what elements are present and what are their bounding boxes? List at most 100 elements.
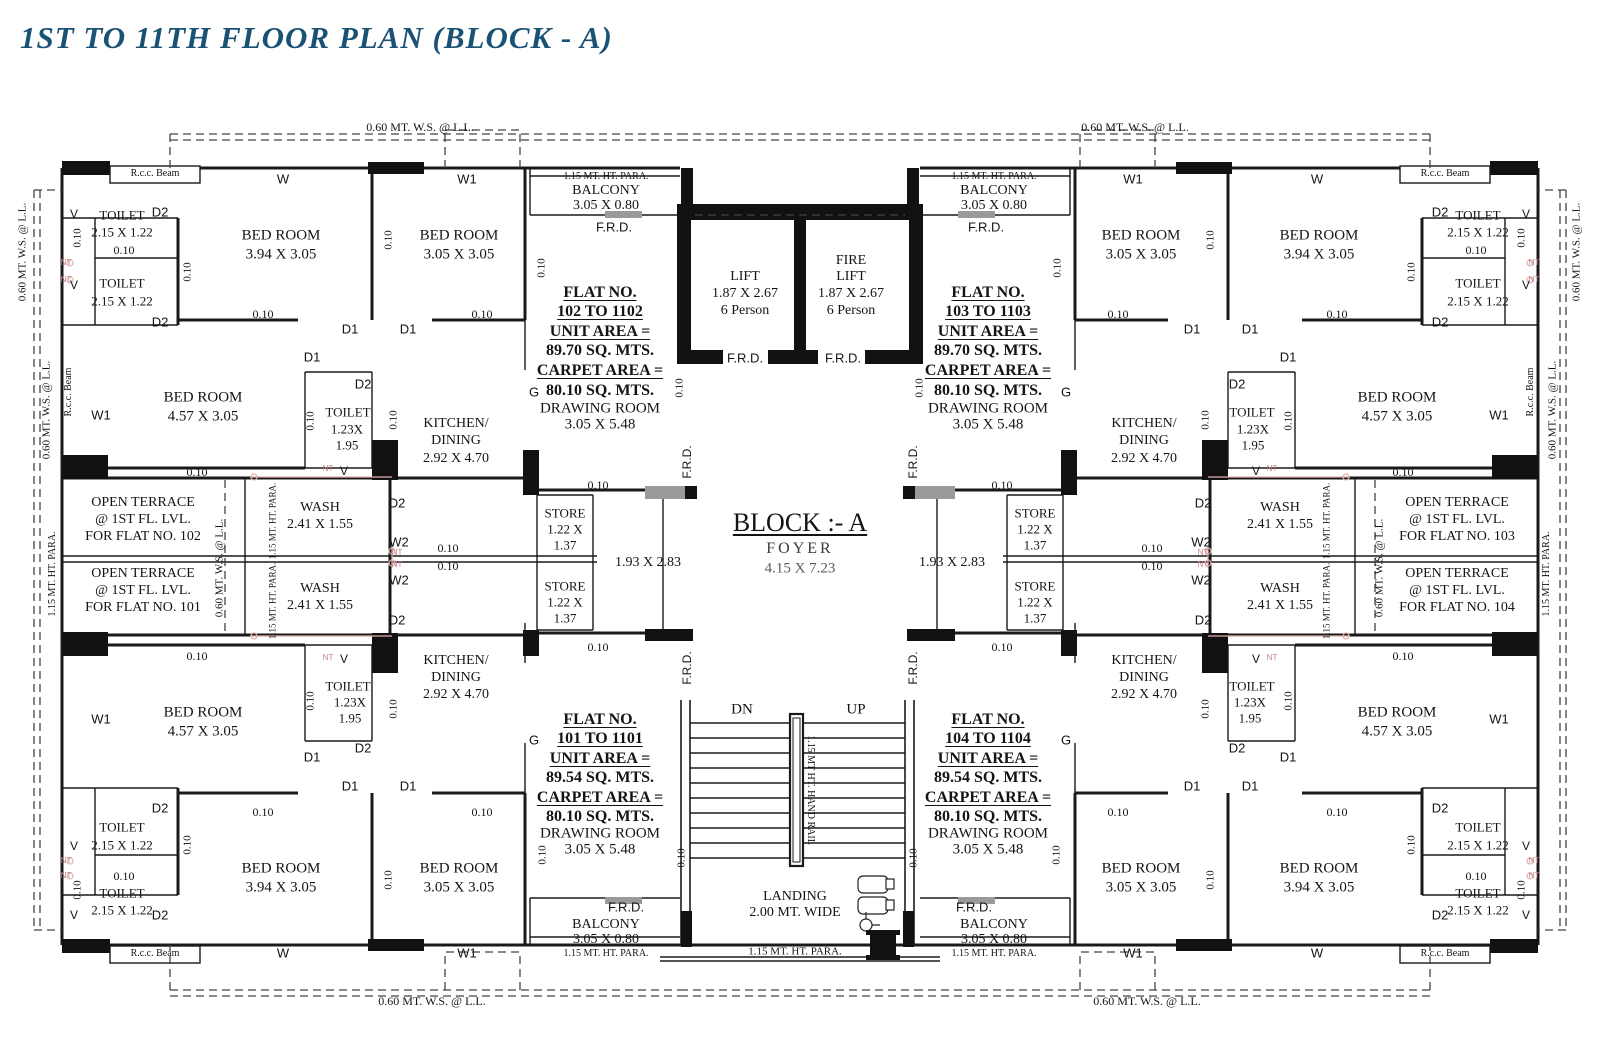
plan-label: TOILET — [1455, 207, 1501, 223]
plan-label: 0.60 MT. W.S. @ L.L. — [213, 518, 226, 618]
plan-label: 3.05 X 5.48 — [952, 841, 1024, 858]
plan-label: DRAWING ROOM — [539, 400, 661, 417]
plan-label: 4.57 X 3.05 — [1361, 408, 1433, 425]
plan-label: NT — [1197, 560, 1209, 569]
plan-label: TOILET — [1455, 275, 1501, 291]
plan-label: 6 Person — [720, 303, 770, 318]
plan-label: 3.05 X 0.80 — [572, 198, 640, 213]
plan-label: 2.15 X 1.22 — [91, 224, 153, 240]
plan-label: D2 — [151, 800, 169, 816]
plan-label: 1.23X — [1233, 694, 1267, 710]
plan-label: BED ROOM — [1357, 704, 1437, 721]
plan-label: 2.15 X 1.22 — [1447, 293, 1509, 309]
plan-label: 3.05 X 5.48 — [564, 841, 636, 858]
plan-label: NT — [391, 548, 403, 557]
plan-label: 0.10 — [1282, 411, 1295, 431]
plan-label: @ 1ST FL. LVL. — [95, 583, 191, 598]
plan-label: 0.10 — [1141, 559, 1163, 573]
plan-label: W — [1310, 945, 1324, 961]
plan-label: TOILET — [99, 885, 145, 901]
plan-label: 0.60 MT. W.S. @ L.L. — [1373, 518, 1386, 618]
plan-label: 4.57 X 3.05 — [167, 408, 239, 425]
plan-label: 0.10 — [181, 262, 194, 282]
plan-label: CARPET AREA = — [536, 789, 664, 806]
plan-label: R.c.c. Beam — [1420, 948, 1470, 959]
plan-label: F.R.D. — [726, 350, 764, 366]
plan-label: 3.05 X 3.05 — [1105, 879, 1177, 896]
pump-detail-icon — [857, 875, 895, 932]
plan-label: DRAWING ROOM — [927, 825, 1049, 842]
plan-label: V — [69, 839, 79, 853]
plan-label: BALCONY — [572, 917, 640, 932]
plan-label: WASH — [1260, 581, 1300, 596]
plan-label: BED ROOM — [163, 704, 243, 721]
plan-label: FOR FLAT NO. 104 — [1399, 600, 1515, 615]
plan-label: 103 TO 1103 — [945, 303, 1031, 320]
plan-label: BLOCK :- A — [732, 508, 868, 537]
plan-label: V — [1521, 207, 1531, 221]
plan-label: 1.15 MT. HT. PARA. — [267, 482, 278, 560]
plan-label: D2 — [354, 740, 372, 756]
plan-label: 2.41 X 1.55 — [1246, 598, 1314, 613]
plan-label: D2 — [1228, 376, 1246, 392]
plan-label: 1.37 — [1023, 537, 1047, 553]
plan-label: STORE — [1014, 578, 1056, 594]
plan-label: 80.10 SQ. MTS. — [545, 382, 655, 399]
plan-label: W1 — [1489, 407, 1509, 423]
plan-label: CARPET AREA = — [536, 362, 664, 379]
plan-label: G — [1060, 384, 1072, 400]
plan-label: 102 TO 1102 — [557, 303, 643, 320]
plan-label: 89.70 SQ. MTS. — [545, 342, 655, 359]
plan-label: NT — [60, 871, 72, 880]
plan-label: D1 — [1183, 778, 1201, 794]
plan-label: D2 — [1431, 314, 1449, 330]
plan-label: 2.00 MT. WIDE — [749, 905, 841, 920]
plan-label: 0.10 — [1392, 465, 1414, 479]
plan-label: F.R.D. — [955, 899, 993, 915]
plan-label: BED ROOM — [419, 860, 499, 877]
plan-label: 0.60 MT. W.S. @ L.L. — [16, 202, 29, 302]
plan-label: 0.10 — [471, 307, 493, 321]
plan-label: 0.10 — [675, 848, 688, 868]
plan-label: OPEN TERRACE — [1405, 495, 1509, 510]
plan-label: 1.23X — [1236, 421, 1270, 437]
plan-label: 1.95 — [335, 437, 359, 453]
plan-label: 101 TO 1101 — [557, 730, 643, 747]
plan-label: 0.10 — [1465, 869, 1487, 883]
plan-label: FLAT NO. — [563, 284, 637, 301]
plan-label: 3.94 X 3.05 — [245, 879, 317, 896]
plan-label: 0.10 — [186, 649, 208, 663]
plan-label: 0.10 — [186, 465, 208, 479]
plan-label: TOILET — [325, 404, 371, 420]
plan-label: 2.15 X 1.22 — [1447, 224, 1509, 240]
plan-label: NT — [1266, 653, 1278, 662]
plan-label: 3.94 X 3.05 — [245, 246, 317, 263]
plan-label: W1 — [91, 407, 111, 423]
plan-label: 2.15 X 1.22 — [1447, 837, 1509, 853]
plan-label: CARPET AREA = — [924, 362, 1052, 379]
plan-label: G — [1060, 732, 1072, 748]
plan-label: W — [276, 171, 290, 187]
plan-label: 2.92 X 4.70 — [1110, 451, 1178, 466]
plan-label: F.R.D. — [967, 219, 1005, 235]
plan-label: D1 — [1241, 321, 1259, 337]
plan-label: 1.15 MT. HT. PARA. — [47, 531, 58, 617]
plan-label: 2.92 X 4.70 — [1110, 687, 1178, 702]
plan-label: 0.60 MT. W.S. @ L.L. — [1570, 202, 1583, 302]
plan-label: 2.92 X 4.70 — [422, 687, 490, 702]
plan-label: 0.10 — [587, 478, 609, 492]
plan-label: 1.23X — [333, 694, 367, 710]
plan-label: 0.10 — [1204, 230, 1217, 250]
plan-label: F.R.D. — [607, 899, 645, 915]
plan-label: 2.41 X 1.55 — [286, 598, 354, 613]
plan-label: TOILET — [1455, 885, 1501, 901]
plan-label: W1 — [1123, 945, 1143, 961]
plan-label: NT — [60, 856, 72, 865]
plan-label: 1.15 MT. HT. PARA. — [951, 948, 1037, 959]
plan-label: D1 — [303, 749, 321, 765]
plan-label: NT — [1528, 856, 1540, 865]
plan-label: NT — [60, 275, 72, 284]
plan-label: 0.60 MT. W.S. @ L.L. — [378, 994, 486, 1008]
plan-label: 1.95 — [338, 710, 362, 726]
plan-label: TOILET — [99, 819, 145, 835]
